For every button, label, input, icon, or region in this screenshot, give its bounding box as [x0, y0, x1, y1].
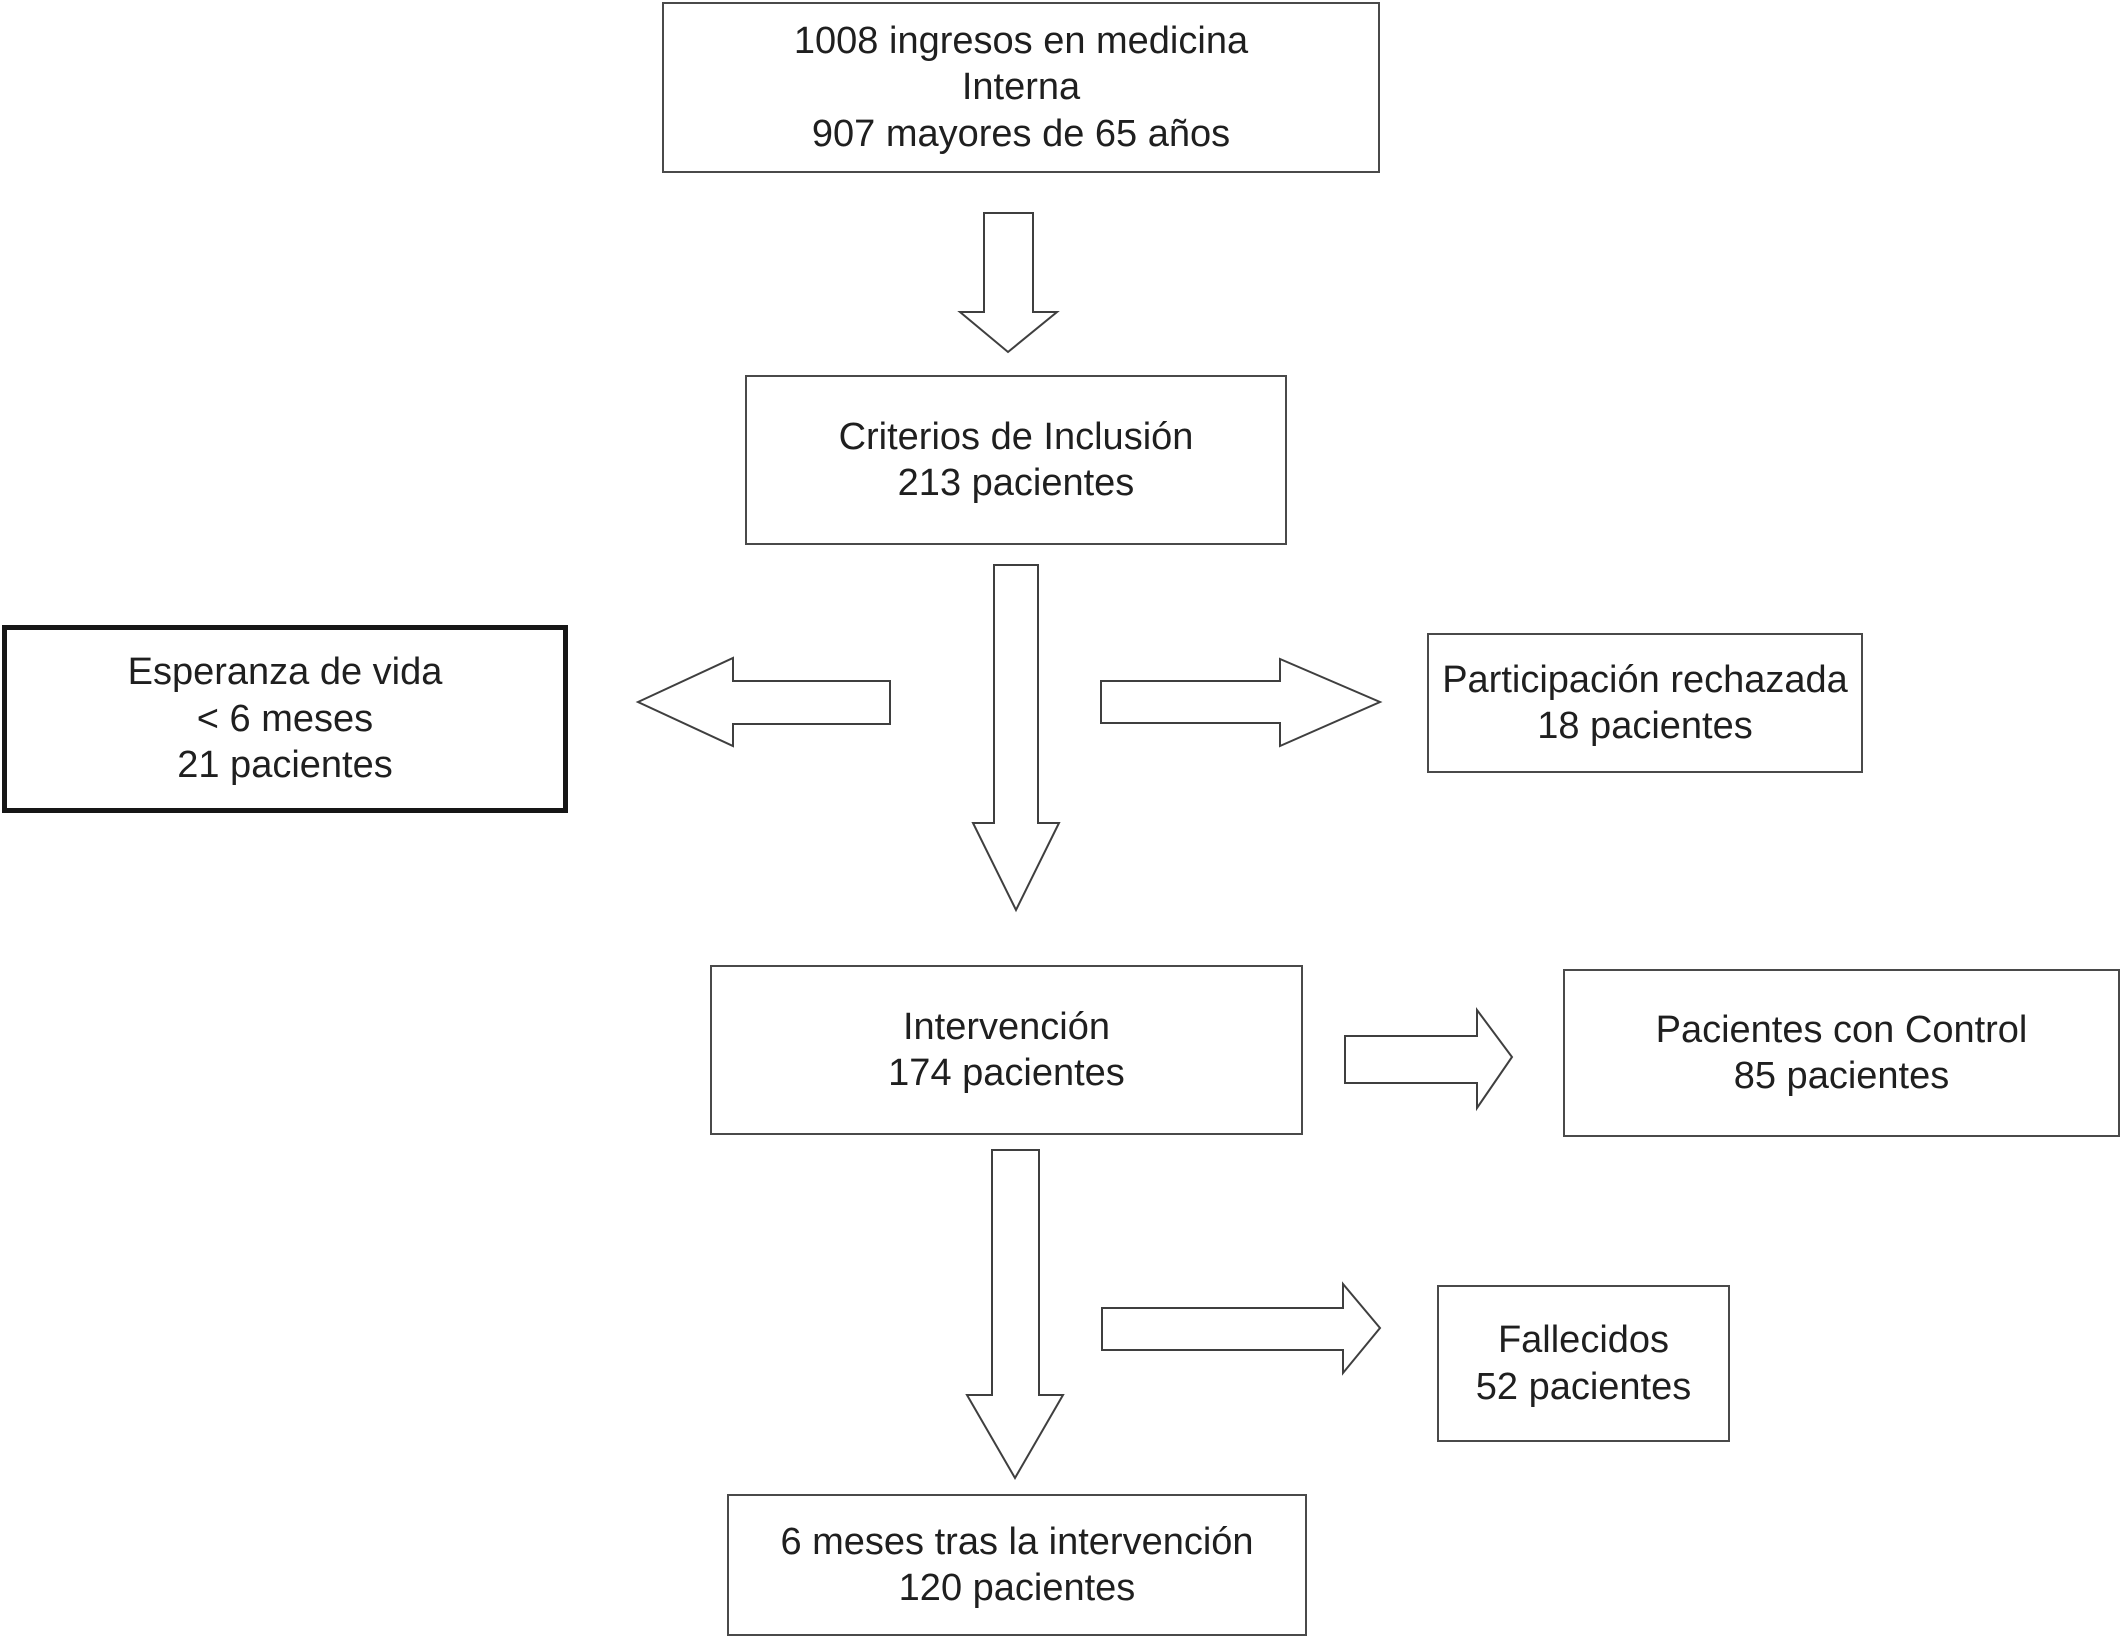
arrow-intervention-to-deceased-icon: [1101, 1281, 1382, 1376]
arrow-inclusion-to-intervention-icon: [971, 564, 1061, 913]
node-inclusion-criteria-text: Criterios de Inclusión 213 pacientes: [838, 415, 1194, 504]
node-deceased: Fallecidos 52 pacientes: [1437, 1285, 1730, 1442]
node-six-months-after-intervention: 6 meses tras la intervención 120 pacient…: [727, 1494, 1307, 1636]
node-patients-with-control-text: Pacientes con Control 85 pacientes: [1655, 1008, 2028, 1097]
node-life-expectancy-text: Esperanza de vida < 6 meses 21 pacientes: [127, 651, 443, 787]
arrow-inclusion-to-refused-icon: [1100, 657, 1383, 748]
node-six-months-after-intervention-text: 6 meses tras la intervención 120 pacient…: [780, 1520, 1254, 1609]
node-life-expectancy: Esperanza de vida < 6 meses 21 pacientes: [2, 625, 568, 813]
arrow-intervention-to-control-icon: [1344, 1006, 1514, 1112]
node-participation-refused-text: Participación rechazada 18 pacientes: [1442, 658, 1848, 747]
node-inclusion-criteria: Criterios de Inclusión 213 pacientes: [745, 375, 1287, 545]
arrow-intervention-to-six-months-icon: [965, 1149, 1065, 1480]
node-intervention-text: Intervención 174 pacientes: [888, 1005, 1125, 1094]
node-patients-with-control: Pacientes con Control 85 pacientes: [1563, 969, 2120, 1137]
node-participation-refused: Participación rechazada 18 pacientes: [1427, 633, 1863, 773]
node-intervention: Intervención 174 pacientes: [710, 965, 1303, 1135]
node-admissions: 1008 ingresos en medicina Interna 907 ma…: [662, 2, 1380, 173]
node-admissions-text: 1008 ingresos en medicina Interna 907 ma…: [793, 19, 1249, 155]
node-deceased-text: Fallecidos 52 pacientes: [1475, 1319, 1692, 1408]
arrow-admissions-to-inclusion-icon: [957, 212, 1060, 354]
arrow-inclusion-to-life-expectancy-icon: [635, 656, 891, 748]
